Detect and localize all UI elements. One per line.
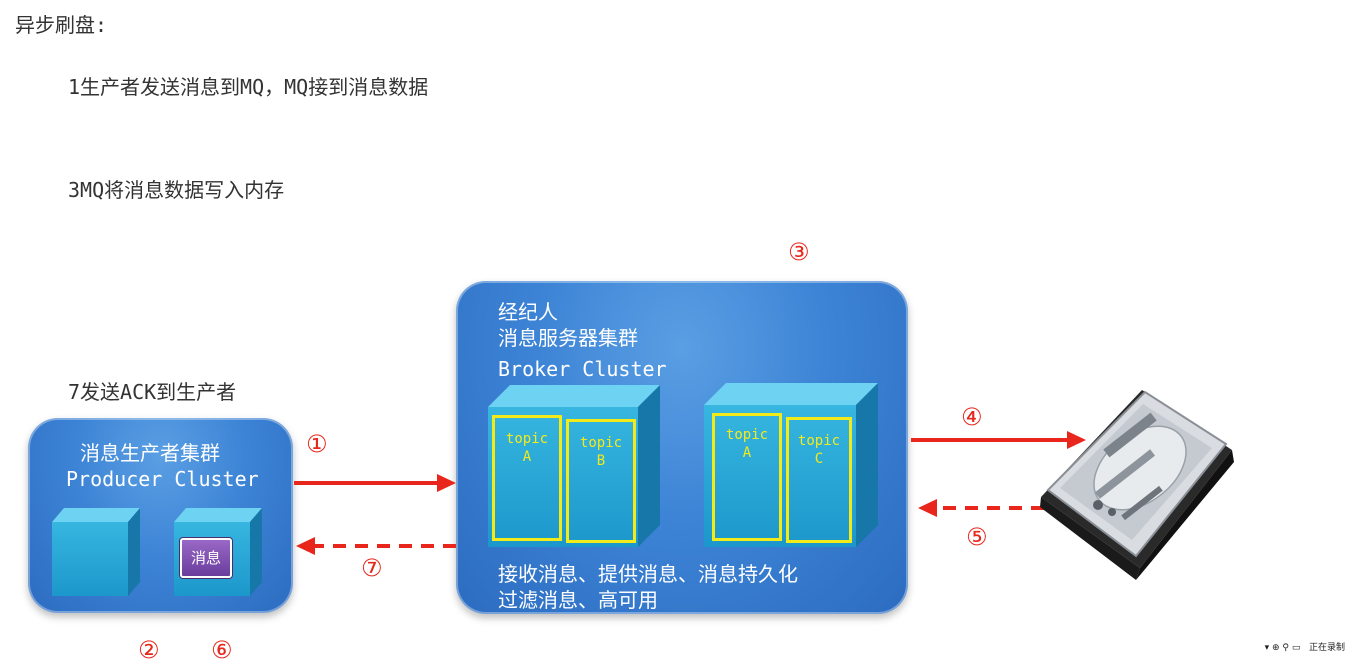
- recording-tray[interactable]: ▾ ⊕ ⚲ ▭ 正在录制: [1265, 640, 1345, 653]
- producer-title-cn: 消息生产者集群: [80, 441, 220, 465]
- topic-b-label: topic: [579, 435, 623, 451]
- marker-5: ⑤: [966, 523, 988, 551]
- broker-title-3: Broker Cluster: [498, 357, 667, 381]
- tray-window-icon[interactable]: ▭: [1291, 643, 1301, 653]
- marker-7: ⑦: [361, 554, 383, 582]
- producer-node-2: 消息: [174, 508, 262, 596]
- producer-title-en: Producer Cluster: [66, 467, 259, 491]
- tray-dropdown-icon[interactable]: ▾: [1264, 643, 1270, 653]
- broker-title-1: 经纪人: [498, 300, 558, 324]
- topic-c-box: topic C: [786, 417, 852, 543]
- arrow-ack-to-producer: [296, 537, 456, 555]
- marker-2: ②: [138, 636, 160, 664]
- step-3-text: 3MQ将消息数据写入内存: [68, 178, 285, 202]
- producer-cluster: 消息生产者集群 Producer Cluster 消息: [28, 418, 293, 613]
- topic-c-name: C: [814, 451, 824, 467]
- topic-a-box-2: topic A: [712, 413, 782, 541]
- arrow-disk-ack: [918, 499, 1044, 517]
- topic-a-name-2: A: [742, 445, 752, 461]
- topic-b-name: B: [596, 453, 606, 469]
- arrow-write-to-disk: [911, 431, 1086, 449]
- arrow-send-to-broker: [294, 474, 456, 492]
- page-heading: 异步刷盘:: [15, 13, 108, 37]
- marker-3: ③: [788, 238, 810, 266]
- topic-a-name-1: A: [522, 449, 532, 465]
- message-chip: 消息: [180, 538, 232, 578]
- hard-disk-icon: [1040, 390, 1234, 580]
- topic-a-label-2: topic: [725, 427, 769, 443]
- step-1-text: 1生产者发送消息到MQ，MQ接到消息数据: [68, 75, 429, 99]
- step-7-text: 7发送ACK到生产者: [68, 380, 237, 404]
- topic-b-box: topic B: [566, 419, 636, 543]
- tray-search-icon[interactable]: ⚲: [1282, 643, 1289, 653]
- tray-settings-icon[interactable]: ⊕: [1271, 643, 1280, 653]
- marker-6: ⑥: [211, 636, 233, 664]
- recording-status: 正在录制: [1308, 643, 1345, 653]
- broker-server-1: topic A topic B: [488, 385, 660, 547]
- broker-footer-1: 接收消息、提供消息、消息持久化: [498, 562, 798, 586]
- marker-4: ④: [961, 403, 983, 431]
- topic-a-label-1: topic: [505, 431, 549, 447]
- topic-a-box-1: topic A: [492, 415, 562, 541]
- marker-1: ①: [306, 430, 328, 458]
- broker-server-2: topic A topic C: [704, 383, 878, 547]
- producer-node-1: [52, 508, 140, 596]
- broker-footer-2: 过滤消息、高可用: [498, 588, 658, 612]
- broker-cluster: 经纪人 消息服务器集群 Broker Cluster topic A topic…: [456, 281, 908, 614]
- topic-c-label: topic: [797, 433, 841, 449]
- broker-title-2: 消息服务器集群: [498, 326, 638, 350]
